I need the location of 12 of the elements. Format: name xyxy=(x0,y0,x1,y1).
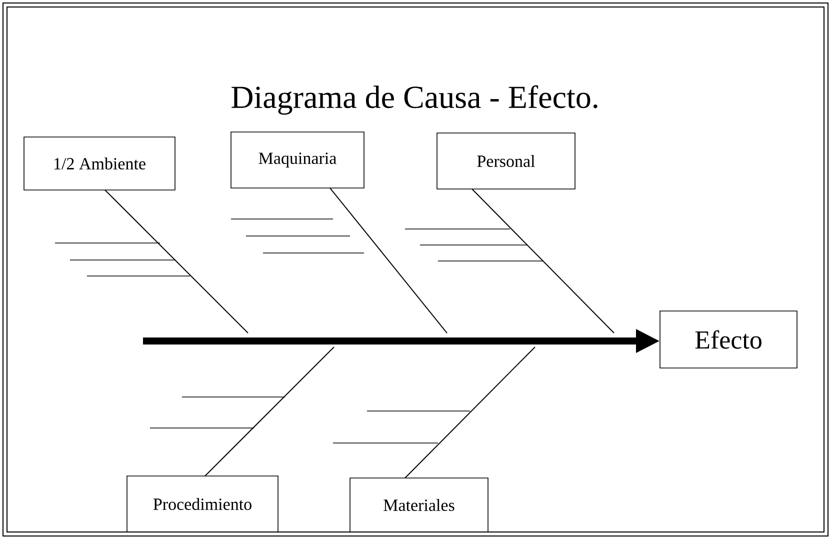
cause-box: Maquinaria xyxy=(230,132,364,188)
bone-line xyxy=(404,346,536,478)
cause-box: Personal xyxy=(436,132,576,190)
bone-line xyxy=(104,190,248,334)
bone-line xyxy=(472,188,614,334)
cause-box: 1/2 Ambiente xyxy=(24,136,176,190)
cause-box: Procedimiento xyxy=(126,476,278,532)
title: Diagrama de Causa - Efecto. xyxy=(232,85,598,115)
cause-box: Materiales xyxy=(350,478,488,532)
bone-line xyxy=(330,188,448,334)
bone-line xyxy=(204,346,334,476)
cause-box: Efecto xyxy=(660,310,798,368)
